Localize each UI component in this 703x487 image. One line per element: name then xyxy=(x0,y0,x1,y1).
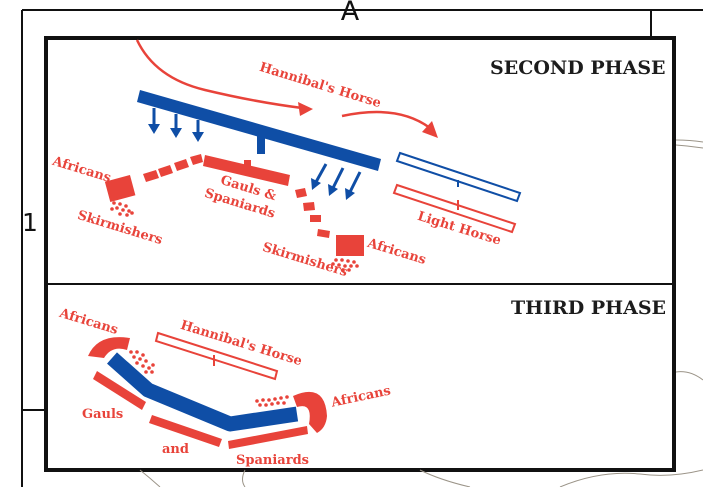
arrow-head-icon xyxy=(298,102,313,116)
terrain-contours xyxy=(139,139,703,487)
gauls-spaniards-line xyxy=(93,371,308,449)
grid-column-label: A xyxy=(340,0,360,27)
skirmisher-dots-third-phase xyxy=(129,350,289,407)
roman-army-third-phase xyxy=(107,352,299,432)
roman-army-second-phase xyxy=(137,90,381,171)
hannibals-horse-third-phase xyxy=(154,331,279,381)
arrow-head-icon xyxy=(422,121,438,138)
roman-light-horse xyxy=(395,151,522,203)
second-phase-title: SECOND PHASE xyxy=(490,57,666,79)
africans-blocks xyxy=(104,174,364,256)
africans-right-arc xyxy=(293,391,327,433)
gauls-spaniards-center xyxy=(143,154,330,238)
hannibals-horse-route xyxy=(135,39,431,130)
skirmisher-dots xyxy=(110,201,359,272)
and-label: and xyxy=(162,442,189,457)
carthaginian-light-horse xyxy=(392,183,517,234)
roman-attack-arrowheads xyxy=(148,124,355,200)
third-phase-title: THIRD PHASE xyxy=(511,297,667,319)
grid-row-label: 1 xyxy=(22,208,38,237)
spaniards-label: Spaniards xyxy=(236,453,309,468)
africans-left-arc xyxy=(88,337,130,358)
gauls-label: Gauls xyxy=(82,407,124,422)
map-grid xyxy=(21,9,703,487)
